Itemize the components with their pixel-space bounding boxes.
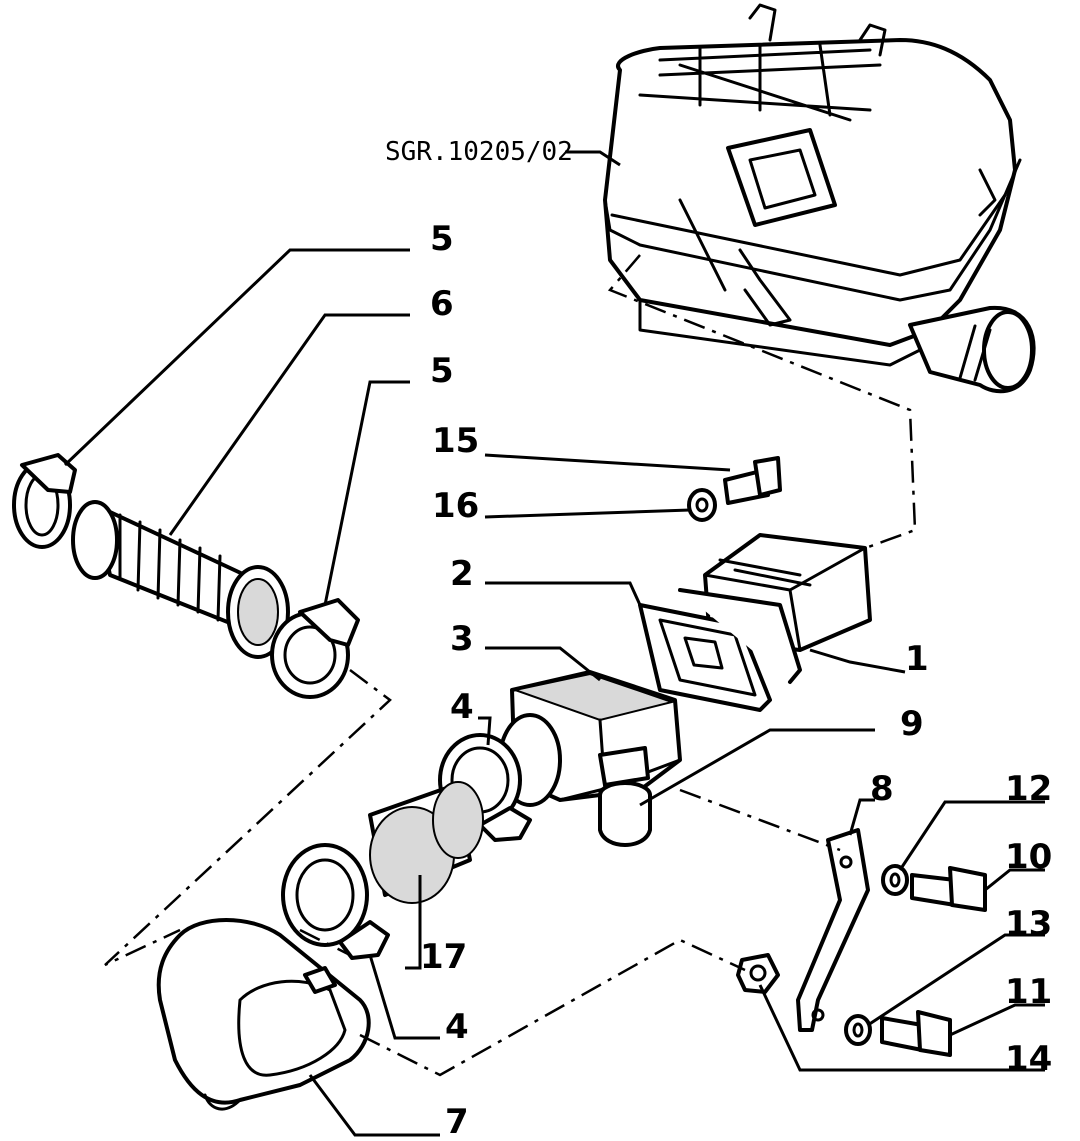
part-11-bolt: [880, 1010, 952, 1057]
part-10-bolt: [910, 866, 987, 912]
label-6: 6: [430, 284, 454, 324]
part-7-inlet-duct: [156, 918, 371, 1111]
label-16: 16: [432, 486, 479, 526]
part-6-hose: [71, 500, 290, 659]
label-4-upper: 4: [450, 687, 474, 727]
part-17-filter-sleeve: [368, 781, 484, 904]
part-9-plug: [598, 781, 652, 847]
label-15: 15: [432, 421, 479, 461]
label-2: 2: [450, 554, 474, 594]
air-filter-housing: [603, 3, 1036, 394]
assembly-lines: [104, 254, 917, 1077]
leader-lines: [63, 150, 1045, 1137]
part-3-flowmeter: [498, 670, 682, 807]
label-12: 12: [1005, 769, 1052, 809]
part-12-washer: [881, 864, 909, 896]
part-4-clamp-lower: [281, 843, 390, 960]
part-5-clamp-upper: [12, 453, 77, 549]
part-5-clamp-lower: [270, 598, 360, 699]
label-5-lower: 5: [430, 351, 454, 391]
drawing-code: SGR.10205/02: [385, 137, 573, 167]
label-9: 9: [900, 704, 924, 744]
label-8: 8: [870, 769, 894, 809]
label-7: 7: [445, 1102, 469, 1141]
part-14-nut: [736, 953, 780, 994]
label-4-lower: 4: [445, 1007, 469, 1047]
part-15-bolt: [723, 456, 782, 505]
part-8-bracket: [796, 828, 870, 1032]
part-13-washer: [844, 1014, 872, 1046]
label-11: 11: [1005, 972, 1052, 1012]
label-1: 1: [905, 639, 929, 679]
part-16-washer: [687, 488, 717, 522]
label-17: 17: [420, 937, 467, 977]
label-13: 13: [1005, 904, 1052, 944]
part-2-gasket: [638, 588, 802, 712]
label-14: 14: [1005, 1039, 1052, 1079]
label-10: 10: [1005, 837, 1052, 877]
label-5-upper: 5: [430, 219, 454, 259]
label-3: 3: [450, 619, 474, 659]
